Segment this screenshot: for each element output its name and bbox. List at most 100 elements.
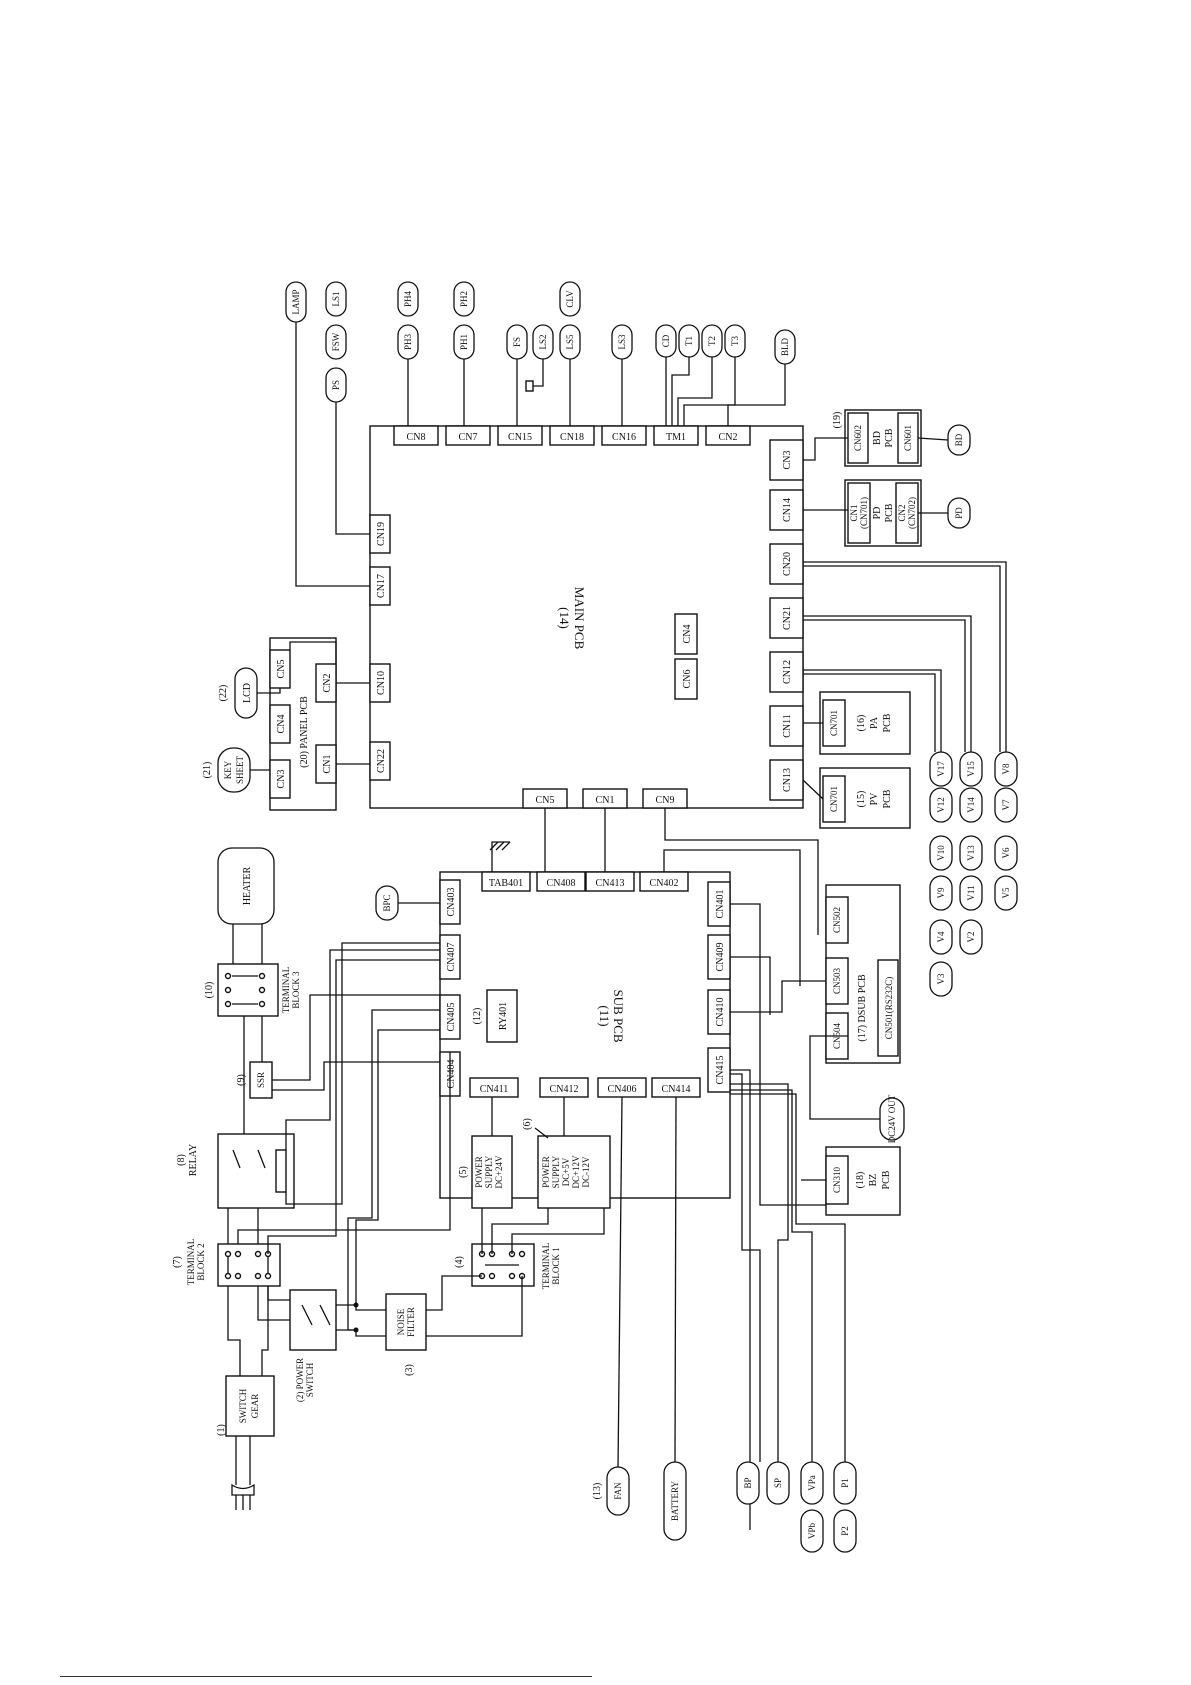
pv-pcb-number: (15) xyxy=(856,791,867,808)
pill-label: VPa xyxy=(807,1475,817,1491)
main-pcb: (14) MAIN PCB CN8 CN7 CN15 CN18 CN16 TM1… xyxy=(369,425,804,809)
pill-label: V8 xyxy=(1001,763,1011,774)
connector-label: CN21 xyxy=(782,606,793,630)
pill-label: LS2 xyxy=(538,334,548,349)
tb3-number: (10) xyxy=(204,982,215,999)
connector-label: CN310 xyxy=(832,1167,842,1194)
connector-label: TM1 xyxy=(666,432,686,443)
panel-wires xyxy=(250,641,370,771)
connector-label: CN8 xyxy=(407,432,426,443)
noise-filter-line2: FILTER xyxy=(406,1307,416,1337)
connector-label: CN12 xyxy=(782,660,793,684)
connector-label: CN403 xyxy=(446,888,457,917)
footer-rule xyxy=(60,1676,592,1677)
connector-label: CN405 xyxy=(446,1003,457,1032)
tb1-line2: BLOCK 1 xyxy=(551,1247,561,1284)
pill-label: P2 xyxy=(840,1526,850,1536)
connector-label: CN415 xyxy=(715,1056,726,1085)
pill-label: HEATER xyxy=(242,867,253,906)
pill-label: LS5 xyxy=(565,334,575,350)
bottom-wires xyxy=(617,1073,846,1468)
relay-label: RELAY xyxy=(188,1144,199,1176)
power-switch-line2: SWITCH xyxy=(305,1362,315,1397)
pill-label: V3 xyxy=(936,973,946,984)
pill-label: PH1 xyxy=(459,334,469,350)
dsub-pcb-label: (17) DSUB PCB xyxy=(857,974,868,1042)
pa-pcb: CN701 (16) PA PCB xyxy=(819,691,911,755)
top-sensor-pills: LAMP LS1 FSW PS PH4 PH3 PH2 PH1 FS LS2 C… xyxy=(285,281,796,403)
power-plug-icon xyxy=(231,1436,255,1510)
pa-pcb-line2: PCB xyxy=(882,713,893,732)
pill-label: V10 xyxy=(936,845,946,861)
pill-label: DC24V OUT xyxy=(887,1094,897,1143)
pd-pcb: CN1 (CN701) CN2 (CN702) PD PCB xyxy=(844,479,922,547)
connector-label: CN1 xyxy=(849,504,859,521)
pv-pcb-line2: PCB xyxy=(882,789,893,808)
pill-label: V2 xyxy=(966,932,976,943)
pill-label: FS xyxy=(512,337,522,347)
connector-label: CN602 xyxy=(853,425,863,451)
bd-pcb-line1: BD xyxy=(872,431,883,445)
lcd-number: (22) xyxy=(218,685,229,702)
pill-label: T3 xyxy=(730,336,740,346)
pill-label: V13 xyxy=(966,845,976,861)
top-wires xyxy=(295,322,786,587)
lcd-label: LCD xyxy=(242,683,253,703)
pill-label: CLV xyxy=(565,290,575,308)
relay-number: (8) xyxy=(176,1154,187,1166)
pv-pcb: CN701 (15) PV PCB xyxy=(819,767,911,829)
main-pcb-board xyxy=(369,425,804,809)
ps-line4: DC+12V xyxy=(571,1155,581,1189)
connector-label: CN20 xyxy=(782,552,793,576)
ssr-label: SSR xyxy=(256,1072,266,1088)
pill-label: FAN xyxy=(613,1482,623,1500)
connector-label: CN408 xyxy=(547,878,576,889)
connector-label: CN10 xyxy=(376,671,387,695)
panel-pcb: CN5 CN4 CN3 CN2 CN1 (20) PANEL PCB xyxy=(269,637,337,811)
pill-label: LS1 xyxy=(331,291,341,306)
connector-label: CN5 xyxy=(536,795,555,806)
main-top-connectors: CN8 CN7 CN15 CN18 CN16 TM1 CN2 xyxy=(393,425,751,446)
relay-ry401-number: (12) xyxy=(472,1008,483,1025)
connector-label: TAB401 xyxy=(489,878,523,889)
switch-gear-number: (1) xyxy=(216,1424,227,1436)
bd-pcb: CN602 CN601 BD PCB (19) xyxy=(832,409,922,467)
lcd: LCD (22) xyxy=(218,667,258,719)
bottom-pills: FAN (13) BATTERY BP SP VPa P1 VPb P2 xyxy=(592,1461,857,1553)
tb3-line1: TERMINAL xyxy=(281,967,291,1014)
main-pcb-number: (14) xyxy=(557,607,572,629)
pill-label: CD xyxy=(661,334,671,347)
tb1-line1: TERMINAL xyxy=(541,1243,551,1290)
bz-pcb-line2: PCB xyxy=(881,1170,892,1189)
power-switch-line1: (2) POWER xyxy=(295,1358,305,1402)
connector-label: CN19 xyxy=(376,522,387,546)
pa-pcb-line1: PA xyxy=(869,716,880,729)
pill-label: PD xyxy=(954,507,964,519)
ps24-number: (5) xyxy=(458,1166,469,1178)
tb1-number: (4) xyxy=(454,1256,465,1268)
pill-label: PS xyxy=(331,380,341,390)
bz-pcb-line1: BZ xyxy=(868,1174,879,1187)
terminal-block-3: (10) TERMINAL BLOCK 3 xyxy=(204,924,301,1017)
right-pills: BD PD xyxy=(947,424,971,529)
pill-label: BLD xyxy=(780,337,790,356)
connector-label: CN13 xyxy=(782,768,793,792)
pill-label: T2 xyxy=(707,336,717,346)
connector-label: CN701 xyxy=(829,786,839,812)
sub-pcb-number: (11) xyxy=(597,1005,612,1026)
connector-label: CN9 xyxy=(656,795,675,806)
connector-label: CN18 xyxy=(560,432,584,443)
pill-label: V6 xyxy=(1001,847,1011,858)
pill-label: P1 xyxy=(840,1478,850,1488)
pill-label: V15 xyxy=(966,761,976,777)
fan-number: (13) xyxy=(592,1483,603,1500)
tb3-line2: BLOCK 3 xyxy=(291,971,301,1009)
pd-pcb-line1: PD xyxy=(872,507,883,520)
noise-filter-number: (3) xyxy=(404,1364,415,1376)
connector-label: CN413 xyxy=(596,878,625,889)
connector-label: CN401 xyxy=(715,890,726,919)
connector-label: CN501(RS232C) xyxy=(884,977,894,1040)
bz-pcb-number: (18) xyxy=(855,1172,866,1189)
connector-label: CN11 xyxy=(782,714,793,738)
